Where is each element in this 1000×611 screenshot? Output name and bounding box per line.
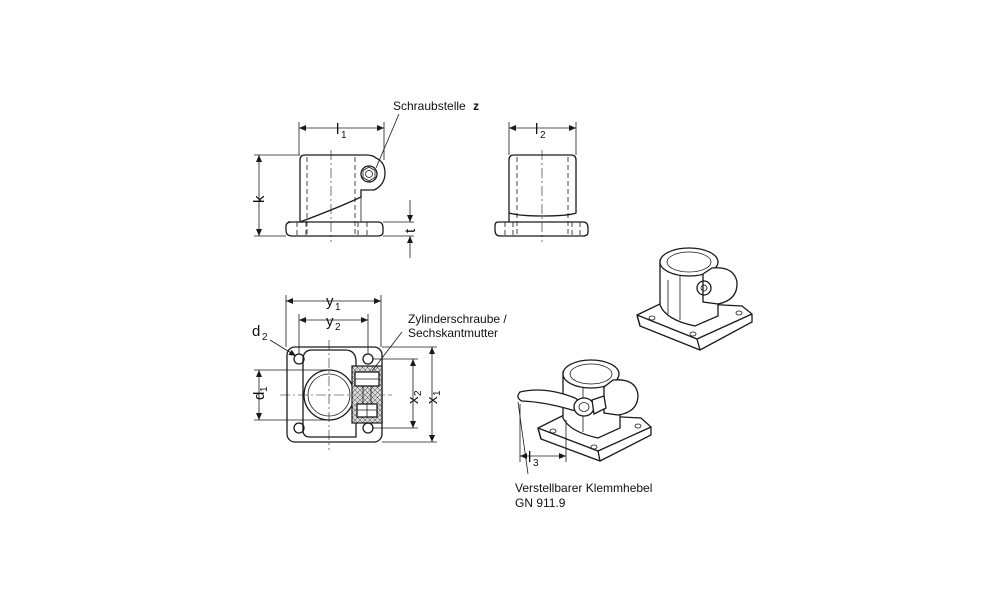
dim-x2-sub: 2	[413, 390, 424, 396]
dim-x1-base: x	[424, 396, 441, 404]
dim-l3-base: l	[528, 449, 531, 466]
screw-callout-line1: Zylinderschraube /	[408, 312, 507, 326]
screw-callout: Zylinderschraube / Sechskantmutter	[371, 312, 507, 372]
dimension-k: k	[251, 154, 300, 237]
dimension-y1: y 1	[285, 293, 382, 347]
dim-l2-sub: 2	[540, 130, 546, 141]
dim-y1-sub: 1	[335, 302, 341, 313]
svg-text:Schraubstelle z: Schraubstelle z	[393, 99, 479, 113]
top-view	[280, 340, 392, 450]
dim-d1-base: d	[251, 392, 268, 400]
dim-x2-base: x	[405, 396, 422, 404]
dimension-l2: l 2	[508, 121, 577, 155]
dimension-x1: x 1	[382, 346, 443, 443]
dim-d2-sub: 2	[262, 332, 268, 343]
lever-callout: Verstellbarer Klemmhebel GN 911.9	[515, 401, 652, 510]
lever-callout-line2: GN 911.9	[515, 496, 566, 510]
dimension-d2: d 2	[252, 323, 297, 357]
dim-l1-sub: 1	[341, 130, 347, 141]
dimension-l1: l 1	[298, 121, 385, 160]
dimension-d1: d 1	[251, 369, 329, 421]
isometric-view-lever	[517, 359, 652, 462]
dim-l3-sub: 3	[533, 458, 539, 469]
screw-point-symbol: z	[473, 99, 479, 113]
dim-k: k	[251, 195, 268, 203]
side-view	[494, 150, 589, 242]
dim-l2-base: l	[535, 121, 538, 138]
screw-point-label: Schraubstelle	[393, 99, 466, 113]
dim-l1-base: l	[336, 121, 339, 138]
dim-d1-sub: 1	[259, 386, 270, 392]
screw-callout-line2: Sechskantmutter	[408, 326, 498, 340]
dim-d2-base: d	[252, 323, 260, 340]
screw-point-callout: Schraubstelle z	[375, 99, 479, 169]
isometric-view-screw	[636, 247, 753, 351]
dim-y2-base: y	[326, 313, 334, 330]
dim-y1-base: y	[326, 293, 334, 310]
dimension-t: t	[383, 200, 419, 258]
dim-x1-sub: 1	[432, 390, 443, 396]
lever-callout-line1: Verstellbarer Klemmhebel	[515, 481, 652, 495]
dimension-x2: x 2	[372, 358, 424, 429]
front-view	[285, 150, 386, 242]
dimension-y2: y 2	[298, 313, 369, 354]
dim-t: t	[402, 228, 419, 233]
dim-y2-sub: 2	[335, 322, 341, 333]
